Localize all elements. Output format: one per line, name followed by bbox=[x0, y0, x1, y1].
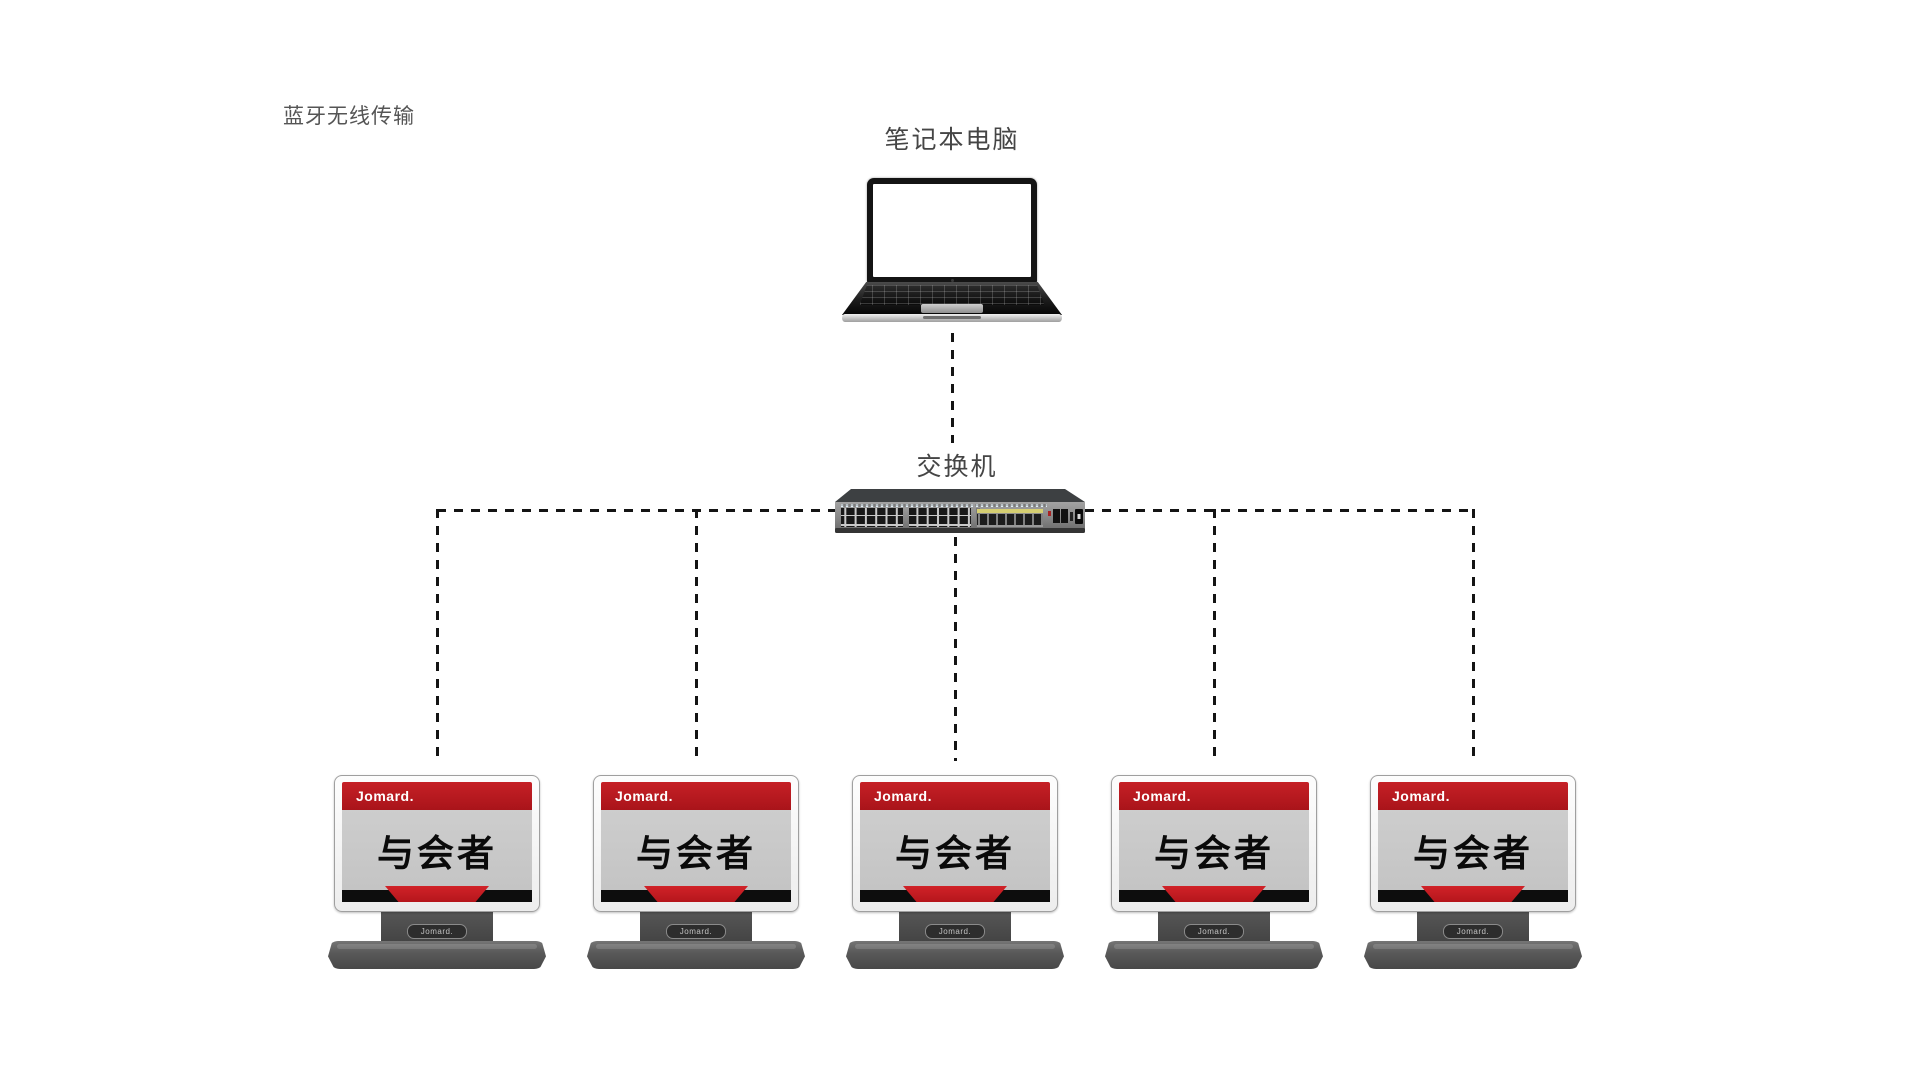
nameplate-stand-logo: Jomard. bbox=[679, 927, 713, 936]
nameplate-brand-logo: Jomard. bbox=[615, 788, 673, 804]
nameplate-base bbox=[846, 941, 1064, 969]
connector-drop-2 bbox=[695, 509, 698, 761]
nameplate-bottom-bar bbox=[1119, 886, 1309, 902]
nameplate-header-bar: Jomard. bbox=[860, 782, 1050, 810]
nameplate-header-bar: Jomard. bbox=[342, 782, 532, 810]
nameplate-body: 与会者 bbox=[1119, 810, 1309, 890]
laptop-image bbox=[842, 178, 1062, 328]
nameplate-brand-logo: Jomard. bbox=[874, 788, 932, 804]
nameplate-stand-badge: Jomard. bbox=[1184, 924, 1244, 939]
connector-bus-left bbox=[437, 509, 835, 512]
nameplate-header-bar: Jomard. bbox=[1119, 782, 1309, 810]
attendee-label: 与会者 bbox=[636, 833, 756, 874]
connector-drop-5 bbox=[1472, 509, 1475, 761]
nameplate-body: 与会者 bbox=[860, 810, 1050, 890]
nameplate-screen: Jomard. 与会者 bbox=[1111, 775, 1317, 912]
connector-drop-1 bbox=[436, 509, 439, 761]
switch-image bbox=[835, 487, 1085, 537]
nameplate-header-bar: Jomard. bbox=[1378, 782, 1568, 810]
connector-bus-right bbox=[1085, 509, 1475, 512]
nameplate-brand-logo: Jomard. bbox=[1133, 788, 1191, 804]
bluetooth-annotation: 蓝牙无线传输 bbox=[283, 105, 415, 128]
nameplate-stand-badge: Jomard. bbox=[1443, 924, 1503, 939]
nameplate-device: Jomard. Jomard. 与会者 bbox=[1105, 775, 1323, 970]
nameplate-red-trapezoid bbox=[1162, 886, 1266, 902]
connector-drop-3 bbox=[954, 537, 957, 761]
nameplate-base bbox=[1364, 941, 1582, 969]
nameplate-device: Jomard. Jomard. 与会者 bbox=[1364, 775, 1582, 970]
nameplate-header-bar: Jomard. bbox=[601, 782, 791, 810]
nameplate-bottom-bar bbox=[860, 886, 1050, 902]
nameplate-red-trapezoid bbox=[644, 886, 748, 902]
laptop-screen bbox=[867, 178, 1037, 284]
nameplate-stand-logo: Jomard. bbox=[1197, 927, 1231, 936]
nameplate-base bbox=[328, 941, 546, 969]
nameplate-screen: Jomard. 与会者 bbox=[1370, 775, 1576, 912]
nameplate-bottom-bar bbox=[342, 886, 532, 902]
attendee-label: 与会者 bbox=[377, 833, 497, 874]
attendee-label: 与会者 bbox=[895, 833, 1015, 874]
laptop-camera-dot bbox=[951, 279, 954, 282]
nameplate-stand-badge: Jomard. bbox=[666, 924, 726, 939]
nameplate-brand-logo: Jomard. bbox=[1392, 788, 1450, 804]
nameplate-screen: Jomard. 与会者 bbox=[852, 775, 1058, 912]
laptop-base-notch bbox=[923, 316, 981, 319]
nameplate-stand-logo: Jomard. bbox=[420, 927, 454, 936]
laptop-label: 笔记本电脑 bbox=[884, 126, 1020, 154]
nameplate-stand-badge: Jomard. bbox=[925, 924, 985, 939]
laptop-display bbox=[873, 184, 1031, 277]
nameplate-device: Jomard. Jomard. 与会者 bbox=[328, 775, 546, 970]
nameplate-base bbox=[1105, 941, 1323, 969]
attendee-label: 与会者 bbox=[1154, 833, 1274, 874]
connector-laptop-switch bbox=[951, 333, 954, 443]
nameplate-bottom-bar bbox=[601, 886, 791, 902]
attendee-label: 与会者 bbox=[1413, 833, 1533, 874]
nameplate-red-trapezoid bbox=[385, 886, 489, 902]
nameplate-red-trapezoid bbox=[903, 886, 1007, 902]
nameplate-device: Jomard. Jomard. 与会者 bbox=[846, 775, 1064, 970]
nameplate-device: Jomard. Jomard. 与会者 bbox=[587, 775, 805, 970]
laptop-base-edge bbox=[842, 314, 1062, 322]
nameplate-stand-badge: Jomard. bbox=[407, 924, 467, 939]
nameplate-body: 与会者 bbox=[1378, 810, 1568, 890]
nameplate-base bbox=[587, 941, 805, 969]
nameplate-stand-logo: Jomard. bbox=[938, 927, 972, 936]
laptop-keyboard-deck bbox=[842, 282, 1062, 315]
laptop-keys bbox=[859, 285, 1045, 305]
nameplate-screen: Jomard. 与会者 bbox=[334, 775, 540, 912]
connector-drop-4 bbox=[1213, 509, 1216, 761]
nameplate-body: 与会者 bbox=[342, 810, 532, 890]
nameplate-screen: Jomard. 与会者 bbox=[593, 775, 799, 912]
nameplate-brand-logo: Jomard. bbox=[356, 788, 414, 804]
switch-graphic bbox=[835, 489, 1085, 533]
laptop-trackpad bbox=[921, 304, 983, 313]
nameplate-stand-logo: Jomard. bbox=[1456, 927, 1490, 936]
switch-label: 交换机 bbox=[916, 453, 998, 481]
nameplate-red-trapezoid bbox=[1421, 886, 1525, 902]
nameplate-body: 与会者 bbox=[601, 810, 791, 890]
devices-row: Jomard. Jomard. 与会者 Jomard. bbox=[328, 775, 1582, 970]
nameplate-bottom-bar bbox=[1378, 886, 1568, 902]
